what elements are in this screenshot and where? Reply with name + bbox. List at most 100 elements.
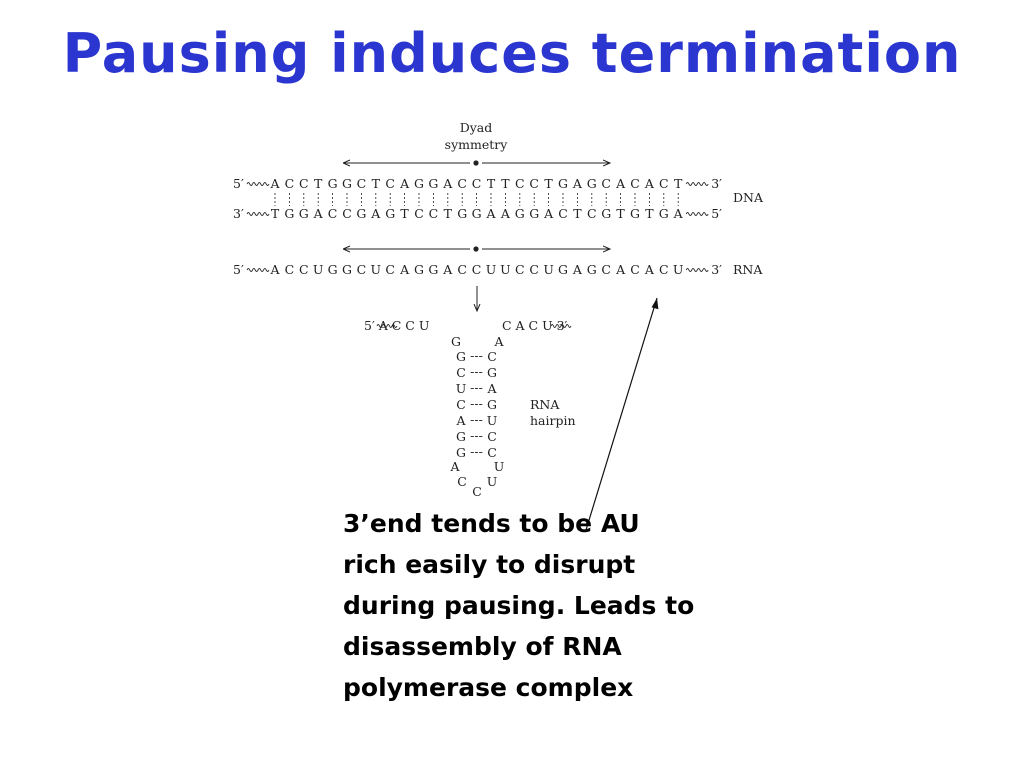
rna-base: A (572, 262, 583, 277)
dna-bottom-base: C (414, 206, 424, 221)
rna-base: C (515, 262, 525, 277)
dna-bottom-base: G (630, 206, 640, 221)
hairpin-stem-base: A (486, 381, 497, 396)
hairpin-loop-base: C (472, 484, 482, 499)
rna-base: U (543, 262, 554, 277)
dna-top-base: A (572, 176, 583, 191)
hairpin-stem-base: C (456, 397, 466, 412)
dna-bottom-base: G (515, 206, 525, 221)
strand-end-label: 5′ (233, 262, 244, 277)
strand-end-label: 3′ (233, 206, 244, 221)
hairpin-pair-bond: --- (470, 412, 483, 427)
dna-bottom-base: G (356, 206, 366, 221)
dna-top-base: C (630, 176, 640, 191)
dna-top-base: C (285, 176, 295, 191)
tilde-connector (246, 212, 270, 216)
dna-bottom-base: T (616, 206, 625, 221)
tilde-connector (246, 268, 270, 272)
hairpin-stem-base: G (456, 429, 466, 444)
rna-base: C (630, 262, 640, 277)
dna-top-base: A (269, 176, 280, 191)
dna-bottom-base: A (370, 206, 381, 221)
rna-base: G (414, 262, 424, 277)
hairpin-stem-base: U (456, 381, 467, 396)
hairpin-loop-base: C (457, 474, 467, 489)
tilde-connector (376, 324, 398, 328)
hairpin-pair-bond: --- (470, 348, 483, 363)
rna-base: A (269, 262, 280, 277)
dna-top-base: G (558, 176, 568, 191)
caption-line-1: 3’end tends to be AU (343, 509, 640, 538)
hairpin-stem-base: G (487, 397, 497, 412)
hairpin-stem-base: G (487, 365, 497, 380)
dna-bottom-base: A (313, 206, 324, 221)
dna-top-base: G (428, 176, 438, 191)
caption-line-4: disassembly of RNA (343, 632, 622, 661)
hairpin-unpaired-base: A (493, 334, 504, 349)
dna-bottom-base: T (400, 206, 409, 221)
rna-base: G (342, 262, 352, 277)
rna-base: C (529, 262, 539, 277)
dna-top-base: C (601, 176, 611, 191)
rna-base: G (428, 262, 438, 277)
hairpin-stem-base: A (455, 413, 466, 428)
hairpin-pair-bond: --- (470, 428, 483, 443)
dna-top-base: A (644, 176, 655, 191)
dna-top-base: A (399, 176, 410, 191)
dna-top-base: C (529, 176, 539, 191)
caption-line-5: polymerase complex (343, 673, 634, 702)
caption-line-2: rich easily to disrupt (343, 550, 636, 579)
rna-base: G (328, 262, 338, 277)
dna-top-base: A (615, 176, 626, 191)
rna-base: C (299, 262, 309, 277)
rna-base: U (500, 262, 511, 277)
dna-top-base: C (457, 176, 467, 191)
hairpin-label-line1: RNA (530, 397, 560, 412)
dna-bottom-base: T (271, 206, 280, 221)
hairpin-pair-bond: --- (470, 380, 483, 395)
dna-top-base: C (299, 176, 309, 191)
strand-end-label: 5′ (233, 176, 244, 191)
dna-base-pair-ticks (274, 193, 679, 206)
rna-base: G (587, 262, 597, 277)
hairpin-loop-base: U (494, 459, 505, 474)
dna-top-base: G (587, 176, 597, 191)
hairpin-loop-base: A (449, 459, 460, 474)
dna-bottom-base: T (645, 206, 654, 221)
hairpin-stem-base: G (456, 445, 466, 460)
hairpin-unpaired-base: G (451, 334, 461, 349)
dna-top-base: C (515, 176, 525, 191)
hairpin-label-line2: hairpin (530, 413, 576, 428)
rna-base: C (457, 262, 467, 277)
dna-bottom-base: G (457, 206, 467, 221)
dna-top-base: G (414, 176, 424, 191)
dna-top-base: T (372, 176, 381, 191)
rna-base: A (442, 262, 453, 277)
hairpin-stem-base: U (487, 413, 498, 428)
caption-text: 3’end tends to be AU rich easily to disr… (343, 503, 763, 708)
tilde-connector (550, 324, 572, 328)
dna-top-base: T (501, 176, 510, 191)
dna-top-base: T (674, 176, 683, 191)
dna-top-base: C (357, 176, 367, 191)
dna-top-base: C (385, 176, 395, 191)
dna-label: DNA (733, 190, 764, 205)
tilde-connector (685, 182, 709, 186)
dna-bottom-base: G (284, 206, 294, 221)
slide-title: Pausing induces termination (62, 22, 962, 85)
dna-bottom-base: A (673, 206, 684, 221)
tilde-connector (246, 182, 270, 186)
tilde-connector (685, 212, 709, 216)
dna-bottom-base: C (558, 206, 568, 221)
rna-base: A (399, 262, 410, 277)
hairpin-loop-base: U (487, 474, 498, 489)
pointer-arrowhead (651, 298, 659, 310)
rna-base: U (313, 262, 324, 277)
dna-bottom-base: C (429, 206, 439, 221)
dna-top-base: T (487, 176, 496, 191)
hairpin-pair-bond: --- (470, 396, 483, 411)
dna-top-base: C (472, 176, 482, 191)
